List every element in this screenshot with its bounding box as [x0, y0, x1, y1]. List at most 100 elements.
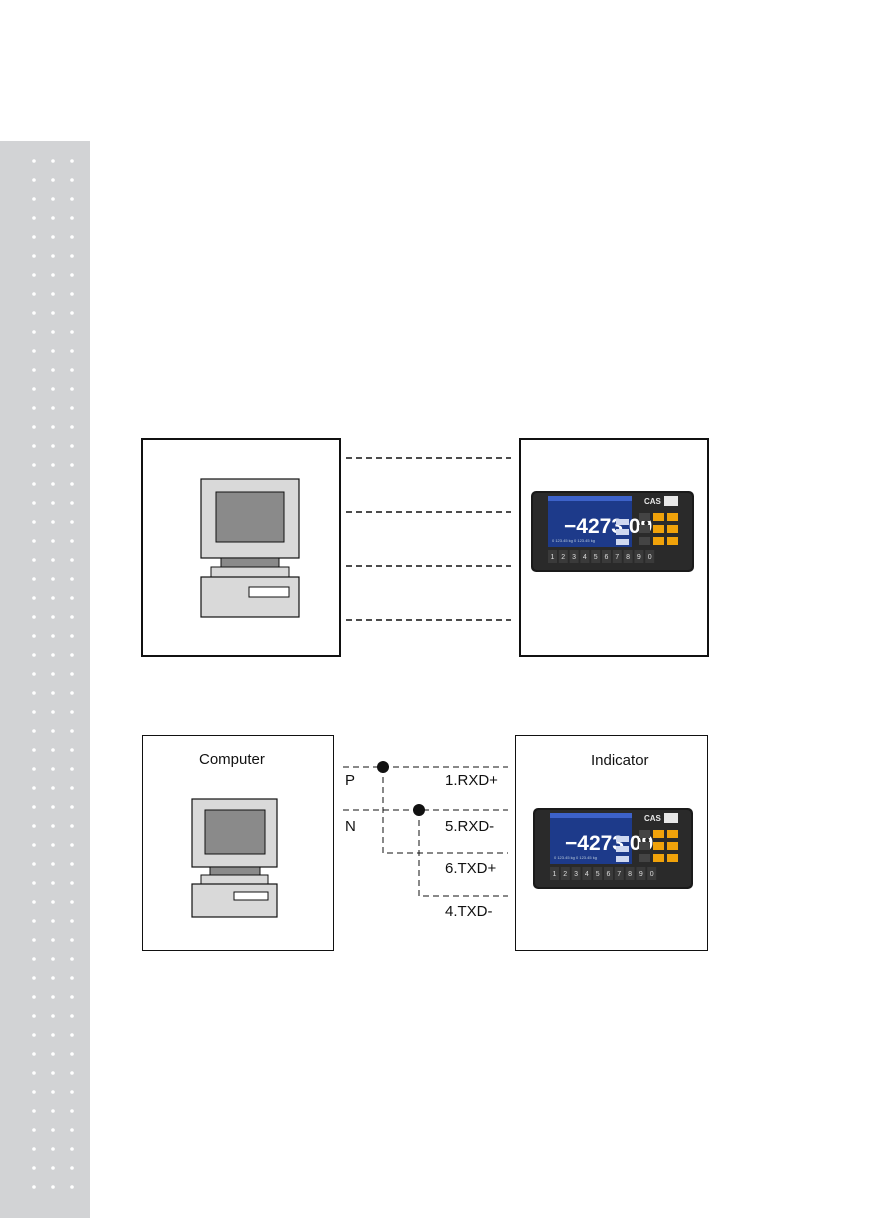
decor-dot [51, 729, 55, 733]
decor-dot [51, 1033, 55, 1037]
key-label-3: 3 [572, 554, 576, 561]
decor-dot [51, 634, 55, 638]
pin-label-5: 5.RXD- [445, 818, 495, 835]
decor-dot [70, 691, 74, 695]
decor-dot [51, 596, 55, 600]
decor-dot [51, 235, 55, 239]
decor-dot [70, 1147, 74, 1151]
decor-dot [51, 710, 55, 714]
decor-dot [51, 653, 55, 657]
decor-dot [32, 254, 36, 258]
decor-dot [51, 539, 55, 543]
decor-dot [51, 805, 55, 809]
key-label-1: 1 [553, 871, 557, 878]
decor-dot [51, 216, 55, 220]
key-7 [612, 550, 622, 563]
decor-dot [32, 292, 36, 296]
decor-dot [32, 520, 36, 524]
decor-dot [70, 254, 74, 258]
decor-dot [70, 1090, 74, 1094]
decor-dot [51, 558, 55, 562]
decor-dot [51, 577, 55, 581]
decor-dot [32, 919, 36, 923]
key-label-9: 9 [637, 554, 641, 561]
decor-dot [51, 900, 55, 904]
key-label-7: 7 [617, 871, 621, 878]
decor-dot [70, 938, 74, 942]
key-8 [625, 867, 635, 880]
decor-dot [32, 1147, 36, 1151]
key-1 [550, 867, 559, 880]
decor-dot [51, 501, 55, 505]
indicator-device-icon: −4273.09 kg 0 123.45 kg 0 123.45 kg CAS … [531, 491, 694, 572]
decor-dot [32, 444, 36, 448]
key-9 [636, 867, 646, 880]
decor-dot [51, 368, 55, 372]
key-label-2: 2 [561, 554, 565, 561]
wiring-lines [343, 766, 508, 897]
decor-dot [70, 482, 74, 486]
decor-dot [70, 824, 74, 828]
key-label-9: 9 [639, 871, 643, 878]
decor-dot [70, 653, 74, 657]
key-9 [634, 550, 644, 563]
svg-text:0 123.45 kg 0 123.45 kg: 0 123.45 kg 0 123.45 kg [554, 855, 597, 860]
decor-dot [32, 596, 36, 600]
decor-dot [70, 881, 74, 885]
decor-dot [32, 786, 36, 790]
pin-label-6: 6.TXD+ [445, 860, 497, 877]
key-label-4: 4 [583, 554, 587, 561]
decor-dot [70, 1109, 74, 1113]
pin-label-4: 4.TXD- [445, 903, 493, 920]
decor-dot [70, 368, 74, 372]
decor-dot [32, 710, 36, 714]
p-label: P [345, 772, 356, 789]
key-label-8: 8 [626, 554, 630, 561]
decor-dot [51, 197, 55, 201]
decor-dot [51, 862, 55, 866]
decor-dot [70, 1052, 74, 1056]
key-2 [558, 550, 568, 563]
pin-label-1: 1.RXD+ [445, 772, 498, 789]
key-5 [593, 867, 603, 880]
decor-dot [70, 216, 74, 220]
decor-dot [70, 634, 74, 638]
decor-dot [32, 387, 36, 391]
decor-dot [32, 501, 36, 505]
key-4 [580, 550, 590, 563]
decor-dot [70, 178, 74, 182]
key-label-6: 6 [607, 871, 611, 878]
decor-dot [70, 159, 74, 163]
key-3 [569, 550, 579, 563]
key-4 [582, 867, 592, 880]
decor-dot [51, 824, 55, 828]
decor-dot [32, 1090, 36, 1094]
decor-dot [70, 672, 74, 676]
decor-dot [32, 178, 36, 182]
decor-dot [70, 349, 74, 353]
decor-dot [51, 387, 55, 391]
decor-dot [51, 254, 55, 258]
decor-dot [70, 729, 74, 733]
decor-dot [51, 995, 55, 999]
svg-text:CAS: CAS [644, 497, 662, 506]
decor-dot [32, 406, 36, 410]
key-1 [548, 550, 557, 563]
key-label-5: 5 [594, 554, 598, 561]
decor-dot [70, 1033, 74, 1037]
decor-dot [70, 957, 74, 961]
decor-dot [70, 577, 74, 581]
decor-dot [32, 235, 36, 239]
key-0 [647, 867, 657, 880]
key-3 [571, 867, 581, 880]
decor-dot [51, 1185, 55, 1189]
function-keys [639, 513, 678, 545]
decor-dot [70, 995, 74, 999]
decor-dot [32, 1033, 36, 1037]
display-value: −4273.09 [564, 515, 652, 538]
decor-dot [32, 273, 36, 277]
decor-dot [51, 786, 55, 790]
